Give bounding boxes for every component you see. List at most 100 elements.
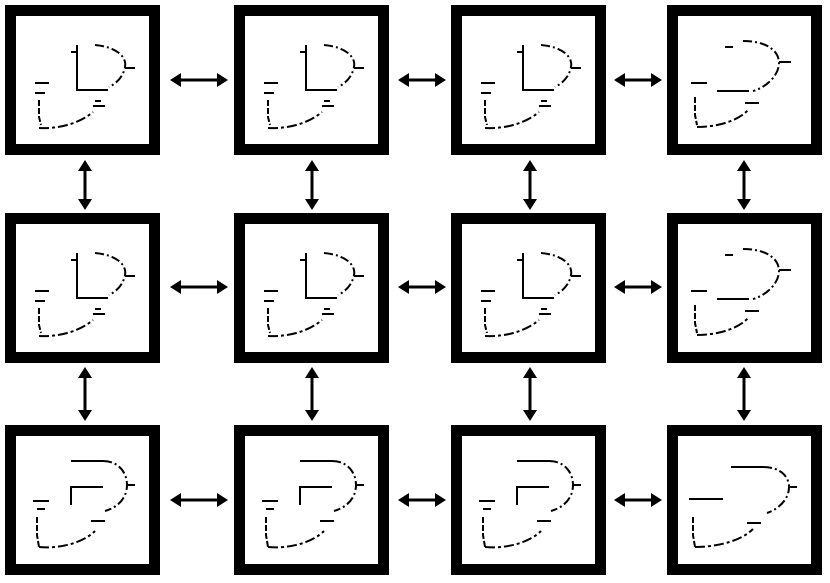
grid-cell-r1c3 [451,5,606,155]
grid-cell-r2c2 [234,213,389,363]
vertical-arrow-r1-c1 [78,160,92,210]
grid-cell-r3c2 [234,425,389,575]
cell-trace-stroke [484,319,540,338]
horizontal-arrow-r1-c1 [170,73,228,87]
horizontal-arrow-r1-c3 [614,73,662,87]
arrow-head-up [523,367,537,378]
arrow-head-left [614,493,625,507]
arrow-head-left [398,493,409,507]
cell-trace-stroke [484,111,540,130]
arrow-head-up [78,160,92,171]
arrow-head-left [614,280,625,294]
cell-frame [5,5,160,155]
arrow-head-left [614,73,625,87]
arrow-head-right [217,493,228,507]
arrow-head-right [651,73,662,87]
arrow-head-down [305,199,319,210]
horizontal-arrow-r2-c1 [170,280,228,294]
cell-frame [234,213,389,363]
cell-trace-stroke [484,530,542,549]
cell-trace-stroke [267,308,271,334]
cell-trace-stroke [36,517,40,548]
cell-trace-stroke [696,108,750,128]
cell-frame [451,213,606,363]
arrow-head-down [78,199,92,210]
cell-frame [234,425,389,575]
arrow-head-up [78,367,92,378]
cell-frame [451,5,606,155]
vertical-arrow-r2-c2 [305,367,319,421]
cell-trace-stroke [38,319,94,338]
cell-trace-stroke [265,517,269,548]
cell-trace-stroke [76,253,108,299]
vertical-arrow-r1-c4 [737,160,751,210]
cell-frame [234,5,389,155]
cell-trace-stroke [38,100,42,126]
cell-trace-stroke [694,305,698,334]
arrow-head-left [170,280,181,294]
grid-cell-r3c1 [5,425,160,575]
arrow-head-down [78,410,92,421]
grid-cell-r1c4 [667,5,822,155]
arrow-head-up [737,160,751,171]
cell-frame [667,213,822,363]
cell-trace-stroke [305,253,337,299]
vertical-arrow-r2-c1 [78,367,92,421]
cell-frame [5,425,160,575]
cell-trace-stroke [694,528,754,548]
cell-trace-stroke [694,97,698,126]
cell-trace-stroke [70,486,103,505]
horizontal-arrow-r3-c1 [170,493,228,507]
arrow-head-up [305,367,319,378]
arrow-head-right [651,280,662,294]
arrow-head-right [217,280,228,294]
cell-trace-stroke [267,111,323,130]
vertical-arrow-r1-c3 [523,160,537,210]
arrow-head-down [523,410,537,421]
arrow-head-right [435,280,446,294]
horizontal-arrow-r2-c2 [398,280,446,294]
horizontal-arrow-r1-c2 [398,73,446,87]
cell-trace-stroke [522,45,554,91]
arrow-head-left [398,73,409,87]
arrow-head-up [737,367,751,378]
arrow-head-down [523,199,537,210]
arrow-head-right [435,73,446,87]
cell-frame [5,213,160,363]
arrow-head-left [398,280,409,294]
cell-trace-stroke [267,319,323,338]
arrow-head-down [737,410,751,421]
arrow-head-down [305,410,319,421]
cell-frame [667,5,822,155]
arrow-head-up [305,160,319,171]
cell-trace-stroke [522,253,554,299]
vertical-arrow-r2-c4 [737,367,751,421]
arrow-head-down [737,199,751,210]
grid-cell-r1c1 [5,5,160,155]
cell-trace-stroke [692,517,696,548]
cell-trace-stroke [38,530,96,549]
cell-trace-stroke [516,486,549,505]
grid-cell-r2c4 [667,213,822,363]
cell-trace-stroke [267,530,325,549]
cell-trace-stroke [38,111,94,130]
horizontal-arrow-r3-c3 [614,493,662,507]
cell-trace-stroke [267,100,271,126]
horizontal-arrow-r2-c3 [614,280,662,294]
arrow-head-left [170,493,181,507]
arrow-head-left [170,73,181,87]
arrow-head-right [651,493,662,507]
vertical-arrow-r2-c3 [523,367,537,421]
grid-cell-r3c3 [451,425,606,575]
grid-cell-r3c4 [667,425,822,575]
grid-cell-r2c1 [5,213,160,363]
vertical-arrow-r1-c2 [305,160,319,210]
cell-trace-stroke [484,100,488,126]
cell-trace-stroke [305,45,337,91]
cell-trace-stroke [299,486,332,505]
horizontal-arrow-r3-c2 [398,493,446,507]
cell-trace-stroke [482,517,486,548]
cell-frame [451,425,606,575]
arrow-head-right [435,493,446,507]
